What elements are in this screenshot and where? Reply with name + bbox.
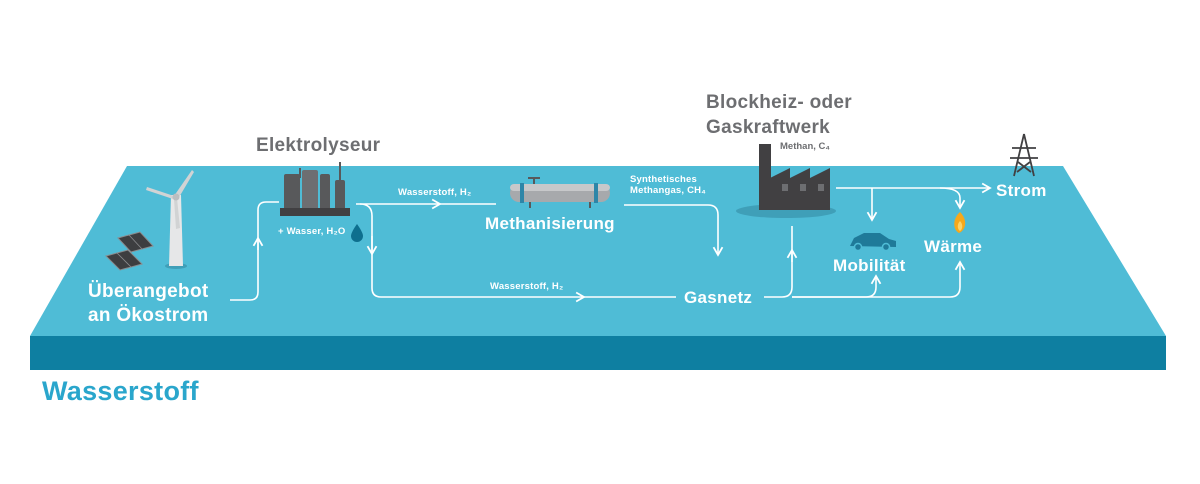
- flow-label-wasserstoff-bottom: Wasserstoff, H₂: [490, 281, 564, 292]
- power-pylon-icon: [1010, 133, 1038, 177]
- gasnetz-label: Gasnetz: [684, 288, 753, 307]
- solar-panel-icon: [105, 231, 154, 271]
- synth-methangas-line-1: Synthetisches: [630, 174, 698, 185]
- kraftwerk-line-2: Gaskraftwerk: [706, 117, 831, 138]
- flow-label-wasserstoff-top: Wasserstoff, H₂: [398, 187, 472, 198]
- flame-icon: [954, 212, 966, 233]
- methanisierung-label: Methanisierung: [485, 214, 615, 233]
- flow-arrows: [230, 182, 992, 303]
- electrolyser-icon: [280, 162, 350, 216]
- car-icon: [850, 233, 896, 252]
- methan-label: Methan, C₄: [780, 141, 830, 152]
- wind-turbine-icon: [146, 170, 194, 269]
- strom-label: Strom: [996, 181, 1047, 200]
- elektrolyseur-label: Elektrolyseur: [256, 135, 381, 156]
- power-plant-factory-icon: [736, 144, 836, 218]
- oekostrom-line-1: Überangebot: [88, 281, 209, 302]
- oekostrom-label: Überangebot an Ökostrom: [88, 280, 209, 328]
- page-title: Wasserstoff: [42, 376, 199, 406]
- kraftwerk-label: Blockheiz- oder Gaskraftwerk: [706, 90, 852, 140]
- wasser-input-label: + Wasser, H₂O: [278, 226, 346, 237]
- waerme-label: Wärme: [924, 237, 983, 256]
- platform-front: [30, 336, 1166, 370]
- oekostrom-line-2: an Ökostrom: [88, 305, 209, 326]
- methanation-tank-icon: [510, 177, 610, 208]
- mobilitaet-label: Mobilität: [833, 256, 906, 275]
- water-drop-icon: [351, 224, 363, 242]
- kraftwerk-line-1: Blockheiz- oder: [706, 92, 852, 113]
- flow-label-synth-methangas: Synthetisches Methangas, CH₄: [630, 174, 706, 196]
- synth-methangas-line-2: Methangas, CH₄: [630, 185, 706, 196]
